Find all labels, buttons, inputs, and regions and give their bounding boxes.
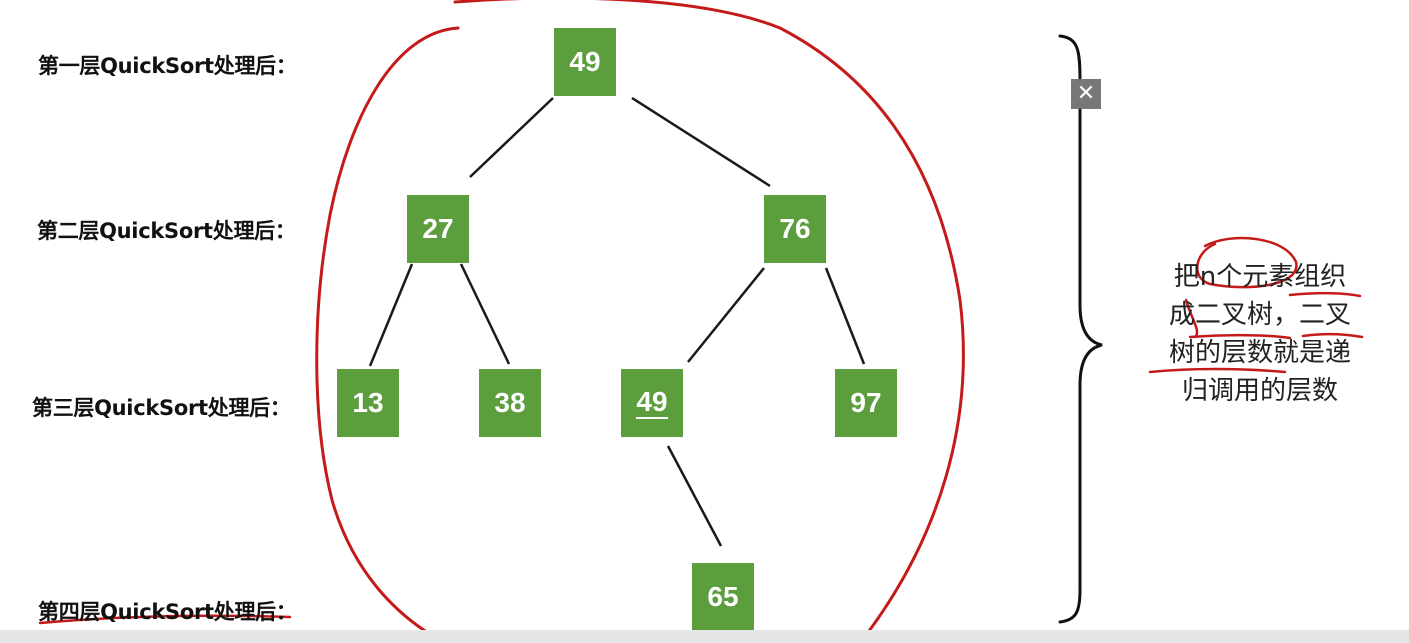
underline-level4 [38,614,292,625]
bottom-bar [0,630,1409,643]
note-underline-1 [1184,298,1199,338]
red-circle-annotation [315,0,965,643]
note-underline-3 [1301,332,1364,339]
edge-49-76 [631,96,771,188]
note-line-2: 成二叉树，二叉 [1168,300,1351,330]
edge-76-49 [687,267,765,363]
tree-node-49-dup: 49 [621,369,683,437]
explanation-note: 把n个元素组织 成二叉树，二叉 树的层数就是递 归调用的层数 [1150,258,1370,410]
tree-node-65: 65 [692,563,754,631]
level-1-label: 第一层QuickSort处理后： [38,54,297,78]
note-line-3: 树的层数就是递 [1168,338,1351,368]
edge-76-97 [824,267,866,365]
level-2-label: 第二层QuickSort处理后： [37,219,296,243]
tree-node-76: 76 [764,195,826,263]
edge-27-38 [459,263,511,365]
red-circle-stroke [315,26,460,642]
edge-49-27 [469,97,554,178]
note-line-4: 归调用的层数 [1181,376,1338,406]
red-circle-top-stroke [453,0,965,643]
note-circle-mark [1196,236,1298,289]
note-line-1: 把n个元素组织 [1173,262,1347,292]
tree-edges [368,96,866,547]
tree-node-38: 38 [479,369,541,437]
level-3-label: 第三层QuickSort处理后： [32,396,291,420]
tree-node-root: 49 [554,28,616,96]
note-underline-4 [1148,367,1287,374]
edge-27-13 [368,263,414,367]
tree-node-27: 27 [407,195,469,263]
tree-node-13: 13 [337,369,399,437]
curly-brace [1058,34,1103,624]
level-4-label: 第四层QuickSort处理后： [38,600,297,624]
note-underline-2 [1188,333,1292,340]
close-icon[interactable]: ✕ [1071,79,1101,109]
note-underline-5 [1288,291,1362,298]
tree-node-97: 97 [835,369,897,437]
edge-49-65 [666,445,723,547]
